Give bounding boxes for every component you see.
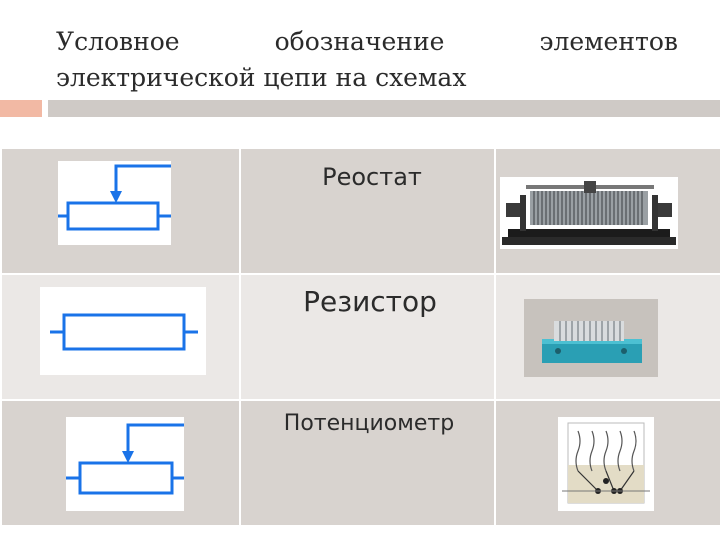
row-label: Реостат (322, 163, 422, 191)
row-label: Потенциометр (283, 411, 455, 436)
table-row-rheostat: Реостат (2, 149, 720, 275)
accent-bar (0, 100, 42, 117)
table-row-potentiometer: Потенциометр (2, 401, 720, 527)
resistor-photo (524, 299, 658, 377)
potentiometer-photo (558, 417, 654, 511)
column-divider (494, 275, 496, 399)
potentiometer-symbol (66, 417, 184, 511)
column-divider (239, 275, 241, 399)
page-title: Условное обозначение элементов электриче… (56, 24, 678, 96)
title-word-3: элементов (539, 27, 678, 56)
title-word-2: обозначение (274, 27, 445, 56)
column-divider (494, 149, 496, 273)
column-divider (494, 401, 496, 525)
table-row-resistor: Резистор (2, 275, 720, 401)
row-label: Резистор (303, 285, 437, 318)
resistor-symbol (40, 287, 206, 375)
elements-table: Реостат (2, 149, 720, 527)
title-line-2: электрической цепи на схемах (56, 63, 467, 92)
rheostat-symbol (58, 161, 171, 245)
column-divider (239, 401, 241, 525)
column-divider (239, 149, 241, 273)
rheostat-photo (500, 177, 678, 249)
title-word-1: Условное (56, 27, 180, 56)
header-rule (42, 100, 720, 117)
